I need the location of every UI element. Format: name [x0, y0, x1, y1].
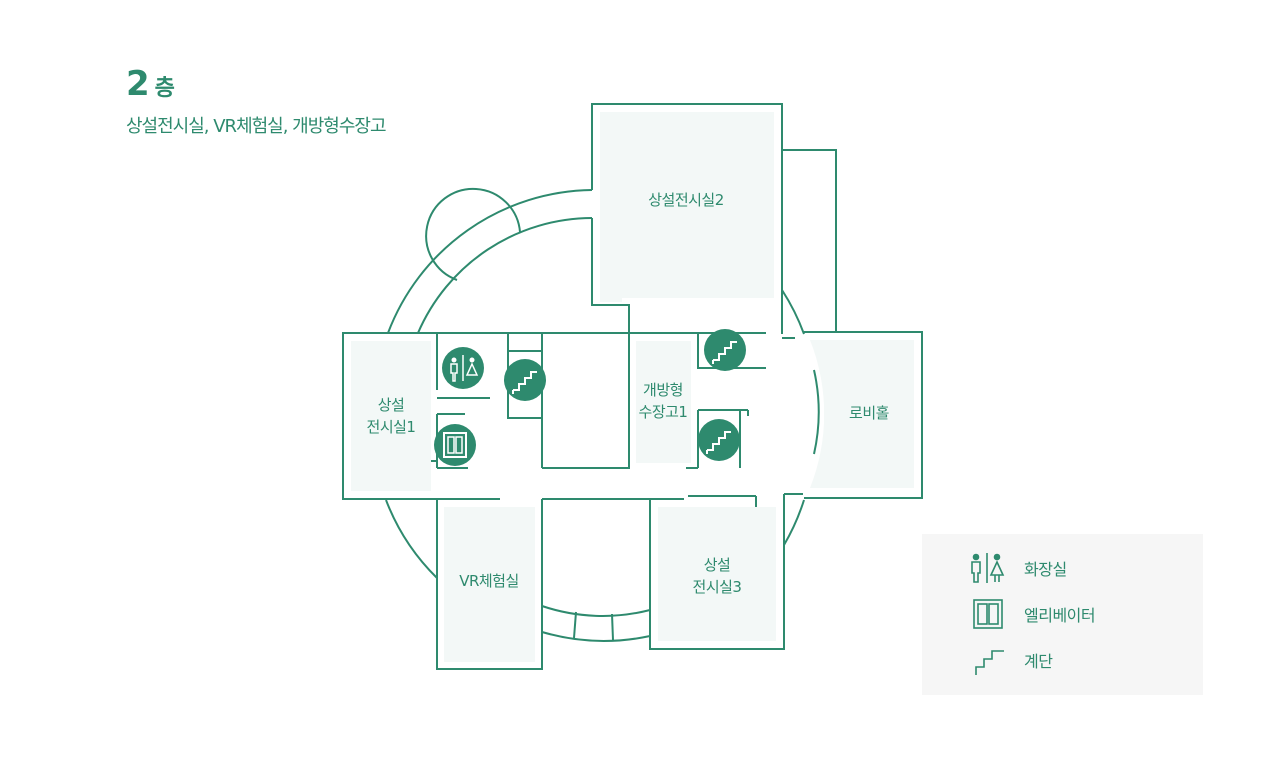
exhibit2-fill — [600, 112, 774, 298]
vr-outline — [436, 499, 543, 670]
room-label-storage-line1: 개방형 — [643, 381, 683, 399]
stairs-icon — [968, 643, 1018, 677]
room-label-exhibit1-line1: 상설 — [378, 396, 405, 414]
outer-ring-arc-right-top — [781, 289, 805, 335]
exhibit1-outline — [342, 332, 500, 500]
room-label-exhibit1-line2: 전시실1 — [367, 418, 416, 436]
floor-number: 2 — [126, 64, 150, 104]
small-circle — [425, 187, 521, 281]
elevator-icon — [434, 424, 476, 466]
legend-label-restroom: 화장실 — [1024, 560, 1067, 579]
legend-item-restroom: 화장실 — [968, 551, 1067, 585]
outer-ring-arc-right-bottom — [783, 499, 805, 546]
restroom-icon — [968, 551, 1018, 585]
floor-title: 2 층 — [126, 64, 175, 104]
lobby-fill — [824, 340, 914, 488]
exhibit3-outline — [649, 499, 785, 650]
restroom-icon — [442, 347, 484, 389]
exhibit1-fill — [351, 341, 431, 491]
vr-fill — [444, 507, 535, 662]
legend-label-elevator: 엘리베이터 — [1024, 606, 1096, 625]
floor-subtitle: 상설전시실, VR체험실, 개방형수장고 — [126, 116, 387, 137]
outer-ring-arc-bottom — [541, 605, 651, 617]
outer-ring-arc-bottom-inner — [541, 631, 651, 642]
outer-ring-arc-top-left — [387, 189, 593, 334]
floor-word: 층 — [154, 76, 175, 101]
room-label-exhibit2: 상설전시실2 — [648, 191, 724, 209]
stairs-icon — [504, 359, 546, 401]
room-label-vr: VR체험실 — [459, 572, 519, 590]
outer-ring-arc-inner — [417, 217, 593, 334]
legend-item-elevator: 엘리베이터 — [968, 597, 1096, 631]
legend-label-stairs: 계단 — [1024, 652, 1053, 671]
legend-item-stairs: 계단 — [968, 643, 1053, 677]
stairs-icon — [698, 419, 740, 461]
outer-ring-arc-bottom-left — [385, 499, 438, 579]
stairs-icon — [704, 329, 746, 371]
exhibit2-outline — [591, 103, 783, 334]
room-label-exhibit3-line2: 전시실3 — [693, 578, 742, 596]
room-label-storage-line2: 수장고1 — [639, 403, 688, 421]
exhibit3-fill — [658, 507, 776, 641]
lobby-outline — [804, 331, 923, 499]
legend: 화장실 엘리베이터 계단 — [922, 534, 1203, 695]
storage-fill — [636, 341, 691, 463]
room-label-lobby: 로비홀 — [849, 404, 889, 422]
elevator-icon — [968, 597, 1018, 631]
room-label-exhibit3-line1: 상설 — [704, 556, 731, 574]
